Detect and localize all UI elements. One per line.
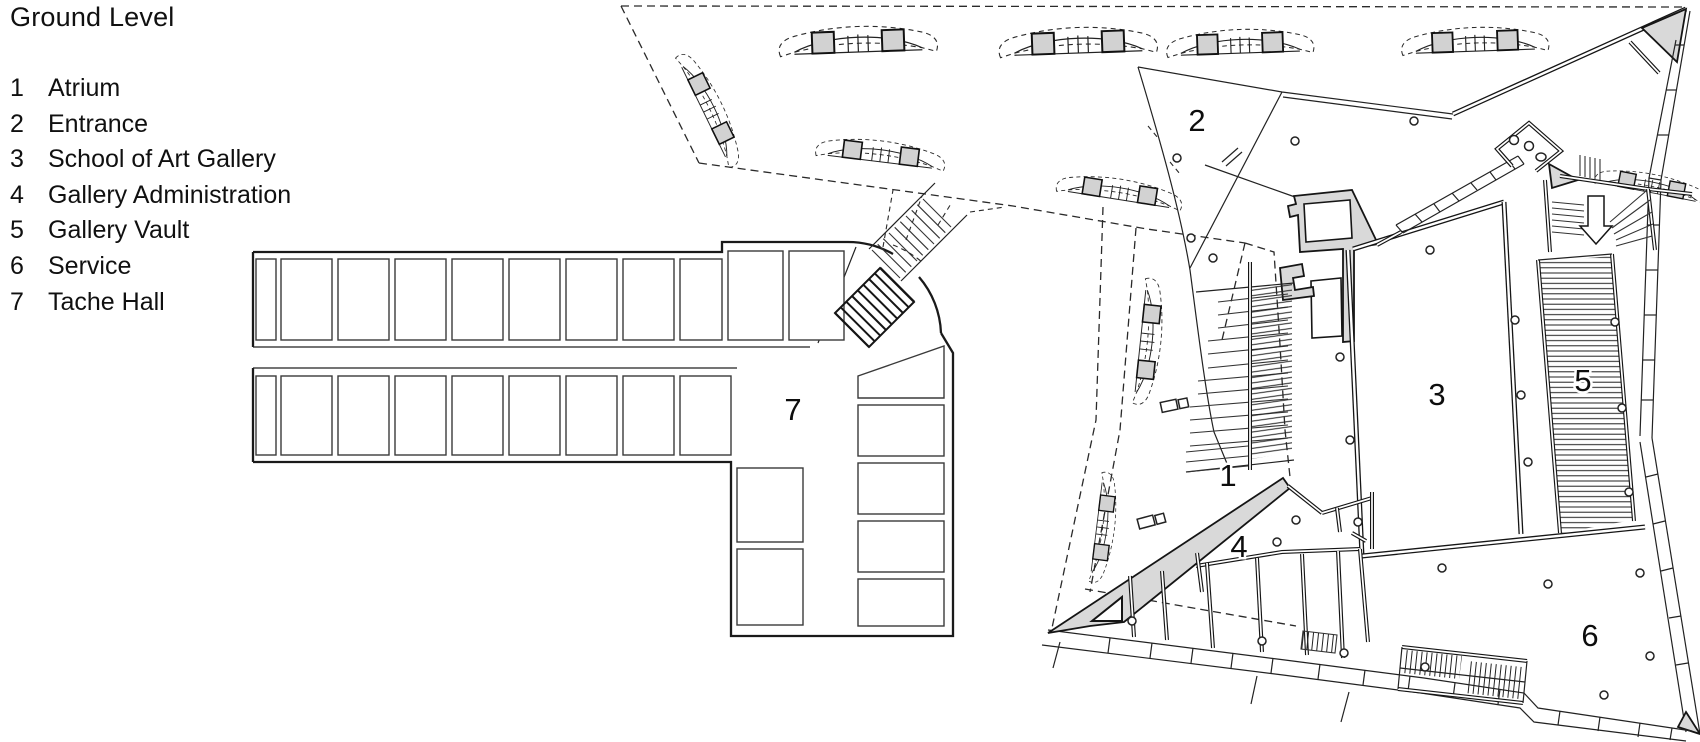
room-label-gallery: 3 — [1428, 377, 1445, 412]
tache-south-rooms — [736, 345, 945, 627]
wc-room — [1494, 120, 1693, 196]
vault-room — [1536, 253, 1636, 534]
tache-hall-wing — [251, 182, 968, 638]
room-label-service: 6 — [1581, 618, 1598, 653]
room-label-tache-hall: 7 — [784, 392, 801, 427]
room-labels: 1 2 3 4 5 6 7 — [782, 101, 1601, 656]
administration-rooms — [1128, 492, 1374, 659]
vault-stair — [1543, 155, 1657, 253]
columns — [1127, 116, 1655, 700]
tache-stair — [833, 182, 968, 349]
colonnade-band — [1376, 155, 1525, 247]
room-label-atrium: 1 — [1219, 458, 1236, 493]
gallery-vestibule — [1279, 189, 1380, 343]
page-title: Ground Level — [10, 2, 175, 32]
east-edge-band — [1639, 10, 1700, 735]
room-label-entrance: 2 — [1188, 103, 1205, 138]
north-spike-wall — [1451, 6, 1688, 117]
service-stair — [1397, 645, 1528, 705]
gallery-room — [1345, 199, 1646, 559]
tache-room-grid-top — [255, 250, 845, 341]
room-label-vault: 5 — [1574, 363, 1591, 398]
room-label-administration: 4 — [1230, 529, 1247, 564]
atrium-stair — [1136, 262, 1295, 530]
atrium-diagonal-wall — [1047, 476, 1324, 634]
gallery-building-outline — [1137, 66, 1454, 467]
tache-room-grid-bottom — [255, 375, 732, 456]
